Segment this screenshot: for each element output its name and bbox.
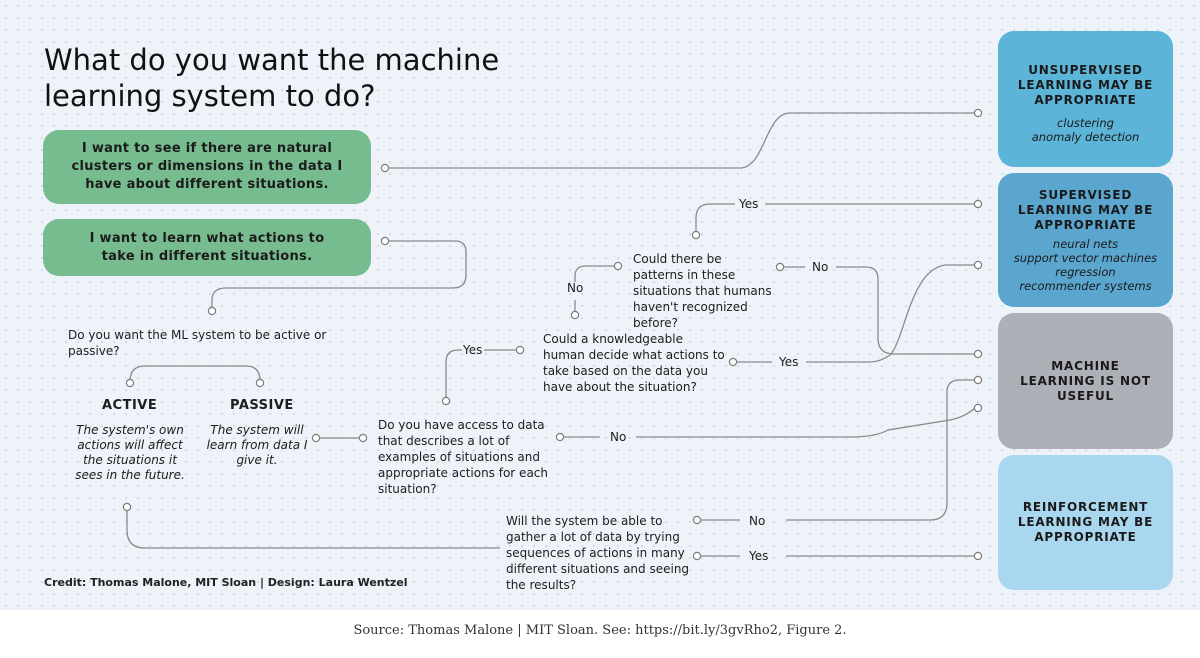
answer-yes-patterns: Yes — [739, 197, 759, 211]
node — [691, 230, 701, 240]
figure-caption: Source: Thomas Malone | MIT Sloan. See: … — [353, 623, 847, 638]
option-clusters-box: I want to see if there are natural clust… — [43, 130, 371, 204]
answer-no-patterns: No — [812, 260, 829, 274]
answer-yes-data: Yes — [463, 343, 483, 357]
node — [973, 349, 983, 359]
answer-yes-human: Yes — [779, 355, 799, 369]
outcome-unsupervised-title: UNSUPERVISED LEARNING MAY BE APPROPRIATE — [1017, 63, 1154, 107]
line-actions-to-question — [211, 240, 467, 310]
line-no-to-patterns — [574, 265, 616, 282]
node — [380, 163, 390, 173]
connector-lines — [122, 108, 983, 561]
outcome-unsupervised: UNSUPERVISED LEARNING MAY BE APPROPRIATE… — [998, 31, 1173, 167]
question-data-access: Do you have access to data that describe… — [378, 418, 548, 496]
line-patterns-yes — [695, 203, 735, 232]
outcome-unsupervised-example: anomaly detection — [1031, 130, 1140, 144]
outcome-supervised-title: SUPERVISED LEARNING MAY BE APPROPRIATE — [1017, 188, 1154, 232]
outcome-supervised-example: support vector machines — [1013, 251, 1158, 265]
node — [380, 236, 390, 246]
answer-no-human: No — [567, 281, 584, 295]
node — [973, 403, 983, 413]
node — [570, 310, 580, 320]
outcome-unsupervised-example: clustering — [1057, 116, 1114, 130]
node — [973, 260, 983, 270]
node — [311, 433, 321, 443]
line-gather-no-out — [786, 379, 975, 521]
line-active-passive-split — [129, 365, 261, 382]
flowchart-board: What do you want the machine learning sy… — [0, 0, 1200, 610]
outcome-reinforcement: REINFORCEMENT LEARNING MAY BE APPROPRIAT… — [998, 455, 1173, 590]
node — [358, 433, 368, 443]
node — [692, 551, 702, 561]
node — [122, 502, 132, 512]
line-active-to-gather — [126, 507, 500, 549]
node — [515, 345, 525, 355]
node — [973, 551, 983, 561]
option-actions-box: I want to learn what actions to take in … — [43, 219, 371, 276]
line-data-yes — [445, 349, 462, 398]
line-patterns-no-out — [836, 266, 975, 355]
outcome-supervised-example: recommender systems — [1019, 279, 1152, 293]
answer-yes-gather: Yes — [749, 549, 769, 563]
outcome-reinforcement-title: REINFORCEMENT LEARNING MAY BE APPROPRIAT… — [1017, 500, 1154, 544]
line-data-no-out — [636, 407, 976, 438]
node — [255, 378, 265, 388]
option-actions-text: I want to learn what actions to take in … — [89, 230, 325, 264]
diagram-title: What do you want the machine learning sy… — [44, 43, 500, 113]
node — [613, 261, 623, 271]
answer-no-data: No — [610, 430, 627, 444]
node — [973, 199, 983, 209]
node — [207, 306, 217, 316]
node — [125, 378, 135, 388]
node — [728, 357, 738, 367]
outcome-not-useful-title: MACHINE LEARNING IS NOT USEFUL — [1020, 358, 1151, 403]
node — [441, 396, 451, 406]
line-human-yes-out — [806, 264, 975, 363]
question-patterns: Could there be patterns in these situati… — [633, 252, 772, 330]
node — [973, 108, 983, 118]
passive-title: PASSIVE — [230, 398, 294, 413]
active-title: ACTIVE — [102, 398, 158, 413]
outcome-supervised-example: regression — [1055, 265, 1116, 279]
question-active-passive: Do you want the ML system to be active o… — [68, 328, 327, 358]
node — [973, 375, 983, 385]
node — [555, 432, 565, 442]
credit-line: Credit: Thomas Malone, MIT Sloan | Desig… — [44, 576, 408, 589]
active-description: The system's own actions will affect the… — [75, 423, 185, 482]
line-clusters-to-unsupervised — [385, 112, 974, 169]
outcome-supervised: SUPERVISED LEARNING MAY BE APPROPRIATE n… — [998, 173, 1173, 307]
question-gather: Will the system be able to gather a lot … — [506, 514, 690, 592]
node — [692, 515, 702, 525]
question-human-decide: Could a knowledgeable human decide what … — [543, 332, 725, 394]
option-clusters-text: I want to see if there are natural clust… — [71, 141, 343, 192]
node — [775, 262, 785, 272]
passive-description: The system will learn from data I give i… — [206, 423, 308, 467]
outcome-supervised-example: neural nets — [1052, 237, 1119, 251]
outcome-not-useful: MACHINE LEARNING IS NOT USEFUL — [998, 313, 1173, 449]
answer-no-gather: No — [749, 514, 766, 528]
